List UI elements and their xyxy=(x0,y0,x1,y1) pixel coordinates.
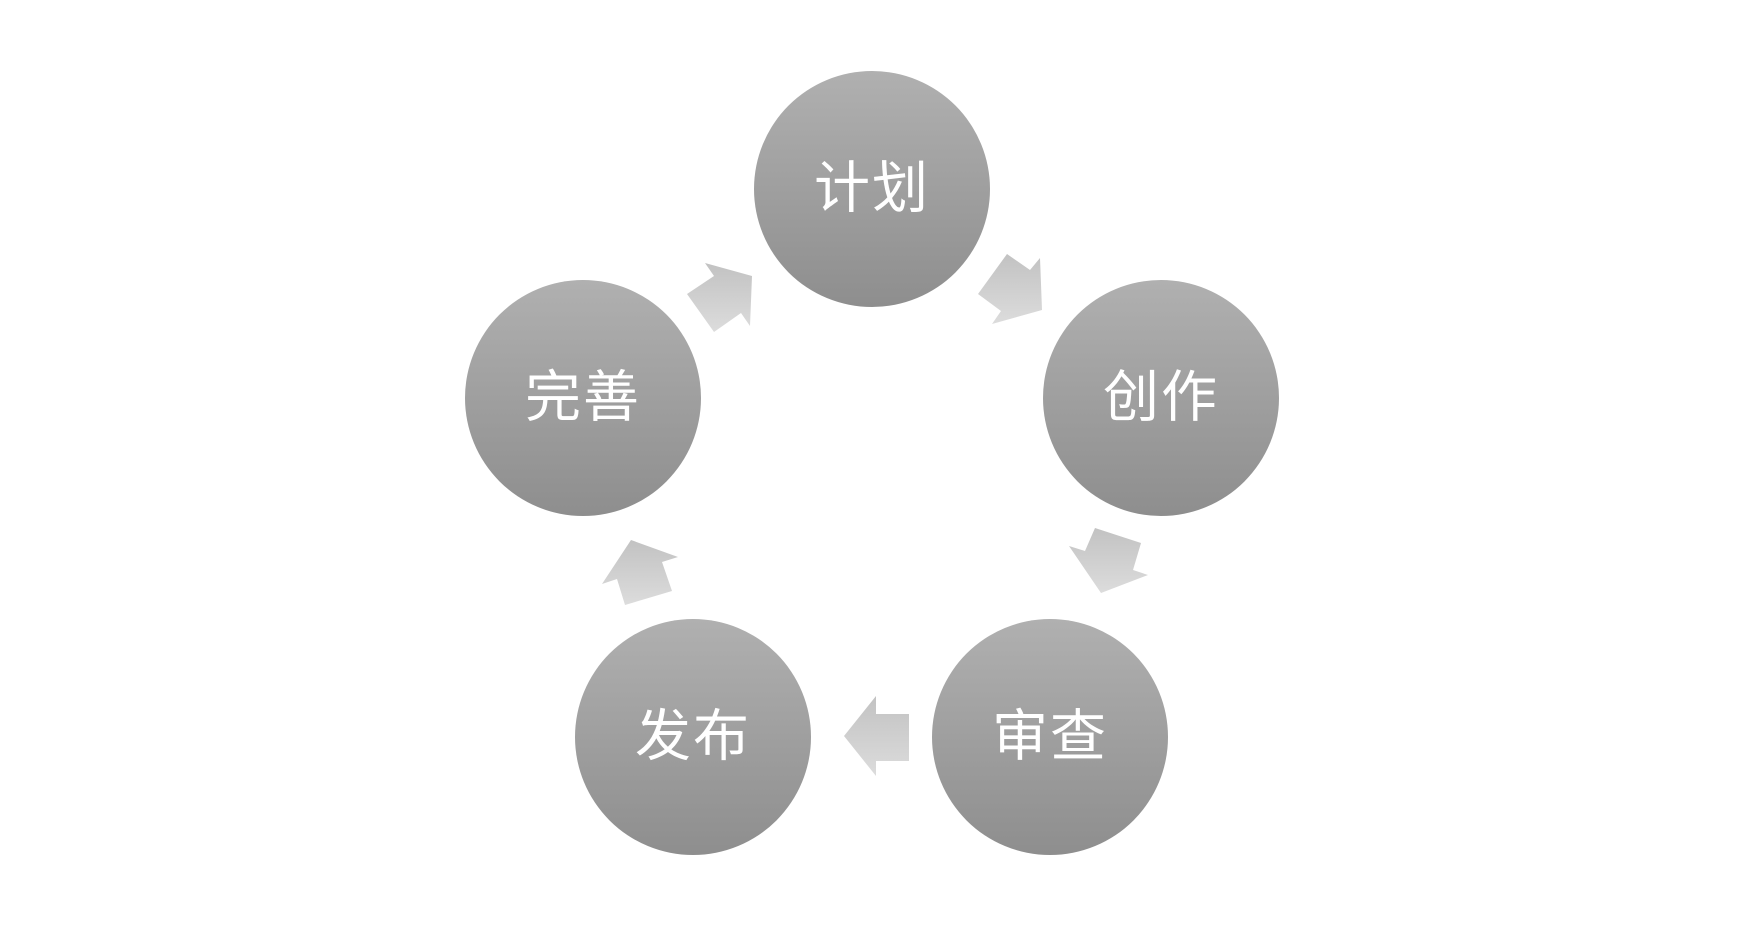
stage-circle-refine xyxy=(465,280,701,516)
stage-label-refine: 完善 xyxy=(525,366,641,431)
stage-node-create: 创作 xyxy=(1043,280,1279,516)
stage-label-plan: 计划 xyxy=(814,157,930,222)
stage-label-review: 审查 xyxy=(992,705,1108,770)
arrow-review-to-publish xyxy=(844,696,909,776)
stage-circle-create xyxy=(1043,280,1279,516)
stage-label-publish: 发布 xyxy=(635,705,751,770)
arrow-publish-to-refine xyxy=(602,540,678,605)
flow-arrows xyxy=(602,254,1148,776)
stage-circle-review xyxy=(932,619,1168,855)
stage-label-create: 创作 xyxy=(1103,366,1219,431)
stage-node-review: 审查 xyxy=(932,619,1168,855)
arrow-create-to-review xyxy=(1069,528,1148,593)
stage-circle-publish xyxy=(575,619,811,855)
arrow-refine-to-plan xyxy=(687,263,752,332)
stage-node-refine: 完善 xyxy=(465,280,701,516)
arrow-plan-to-create xyxy=(978,254,1042,324)
stage-node-plan: 计划 xyxy=(754,71,990,307)
stage-node-publish: 发布 xyxy=(575,619,811,855)
stage-circle-plan xyxy=(754,71,990,307)
